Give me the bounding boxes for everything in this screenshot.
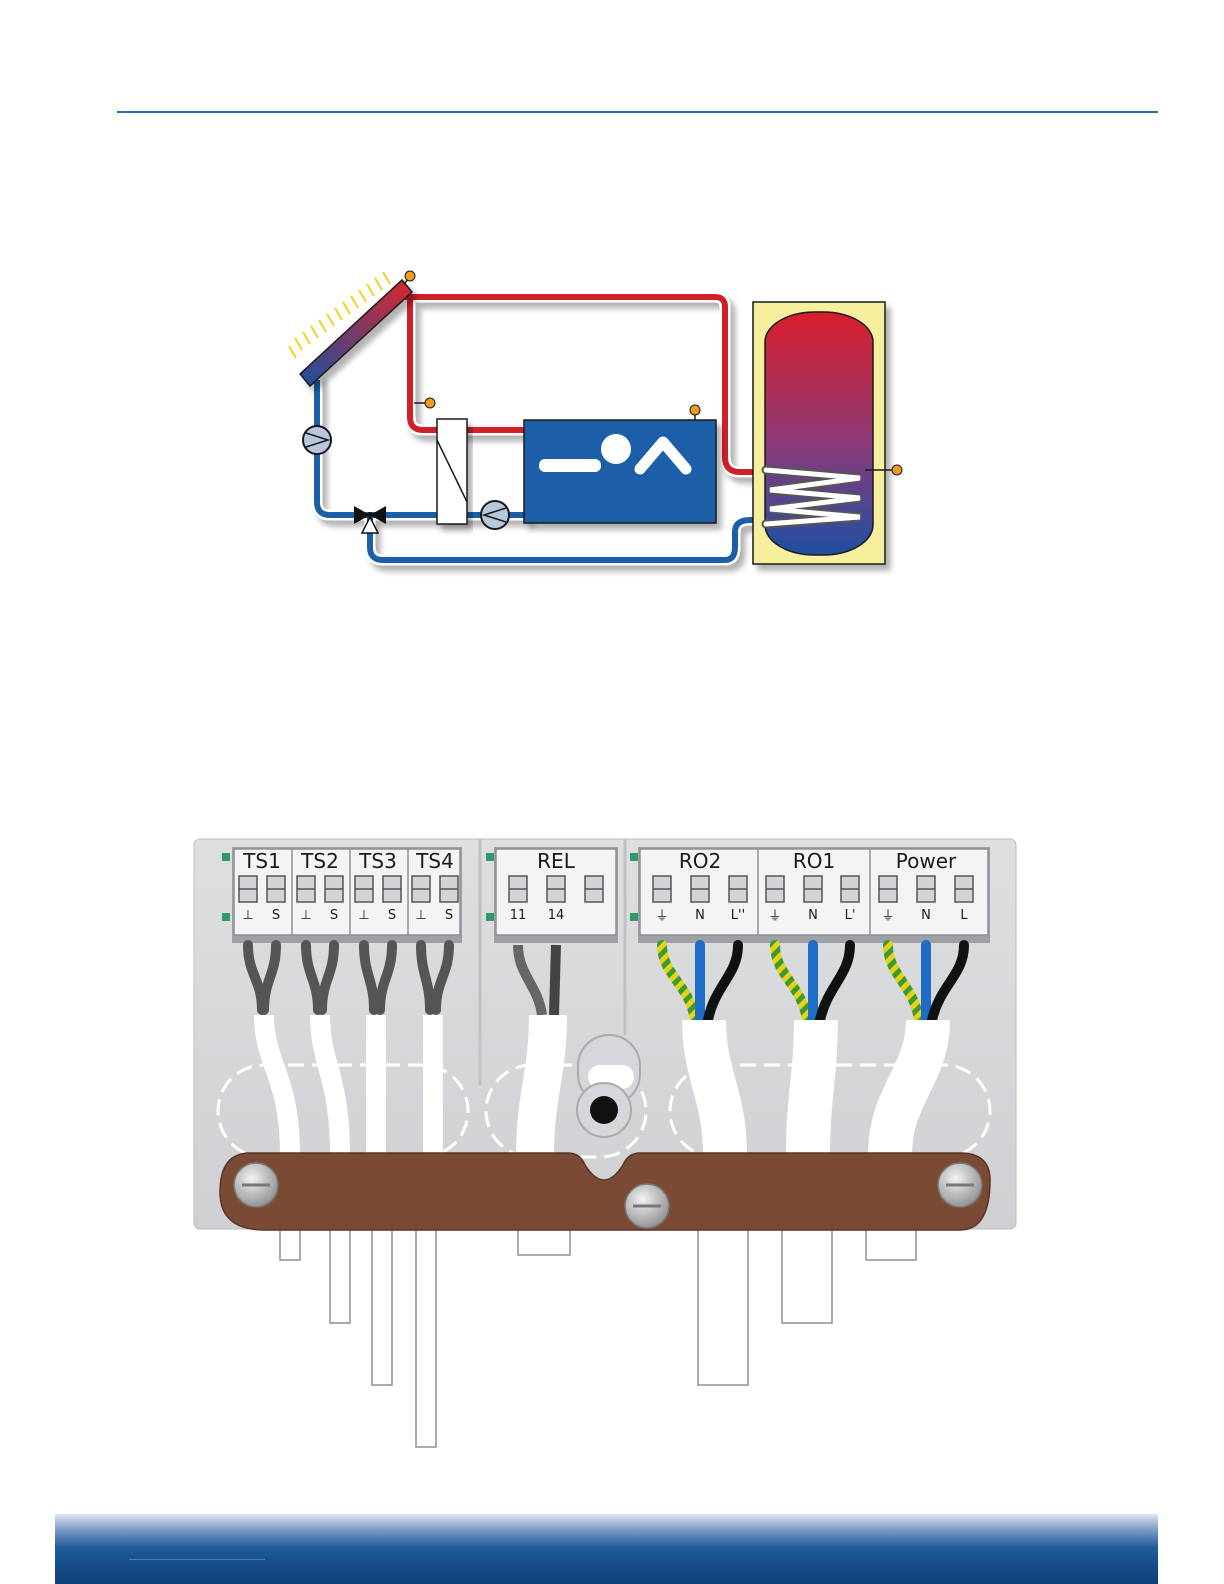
- pin-label: S: [445, 908, 453, 923]
- pin-label: ⏚: [655, 909, 668, 924]
- screw-icon: [234, 1163, 278, 1207]
- pin-label: ⊥: [358, 908, 369, 923]
- pin-label: N: [808, 908, 818, 923]
- pin-label: ⏚: [768, 909, 781, 924]
- pin-label: L'': [731, 908, 745, 923]
- storage-tank-icon: [753, 302, 885, 564]
- solar-collector-icon: [300, 280, 412, 386]
- pin-label: ⊥: [415, 908, 426, 923]
- pin-label: S: [272, 908, 280, 923]
- pin-label: 14: [548, 908, 565, 923]
- terminal-wiring-diagram: TS1 TS2 TS3 TS4 REL RO2 RO1 Power ⊥ S ⊥ …: [190, 835, 1020, 1455]
- temperature-sensor-icon: [414, 398, 435, 408]
- terminal-label-ts1: TS1: [242, 849, 281, 873]
- terminal-label-rel: REL: [537, 849, 576, 873]
- terminal-label-ro2: RO2: [679, 849, 721, 873]
- pin-label: S: [330, 908, 338, 923]
- pump-icon: [303, 426, 331, 454]
- heat-exchanger-icon: [437, 419, 467, 524]
- pool-icon: [524, 420, 716, 523]
- pin-labels-power: ⏚ N L'' ⏚ N L' ⏚ N L: [655, 908, 968, 924]
- screw-icon: [938, 1163, 982, 1207]
- footer-link[interactable]: [129, 1559, 265, 1560]
- header-rule: [117, 111, 1158, 113]
- terminal-label-power: Power: [896, 849, 957, 873]
- terminal-label-ts3: TS3: [358, 849, 397, 873]
- pin-label: L: [960, 908, 968, 923]
- pin-label: S: [388, 908, 396, 923]
- terminal-label-ro1: RO1: [793, 849, 835, 873]
- hydraulic-schematic: [280, 262, 930, 592]
- terminal-label-ts4: TS4: [415, 849, 454, 873]
- screw-icon: [625, 1184, 669, 1228]
- pin-label: N: [921, 908, 931, 923]
- pin-label: 11: [510, 908, 527, 923]
- pump-icon: [481, 501, 509, 529]
- pin-label: N: [695, 908, 705, 923]
- pin-label: ⊥: [300, 908, 311, 923]
- footer-band: [55, 1514, 1158, 1584]
- temperature-sensor-icon: [404, 271, 415, 284]
- temperature-sensor-icon: [690, 405, 700, 420]
- pin-label: ⊥: [242, 908, 253, 923]
- terminal-label-ts2: TS2: [300, 849, 339, 873]
- pin-label: ⏚: [881, 909, 894, 924]
- pin-label: L': [845, 908, 856, 923]
